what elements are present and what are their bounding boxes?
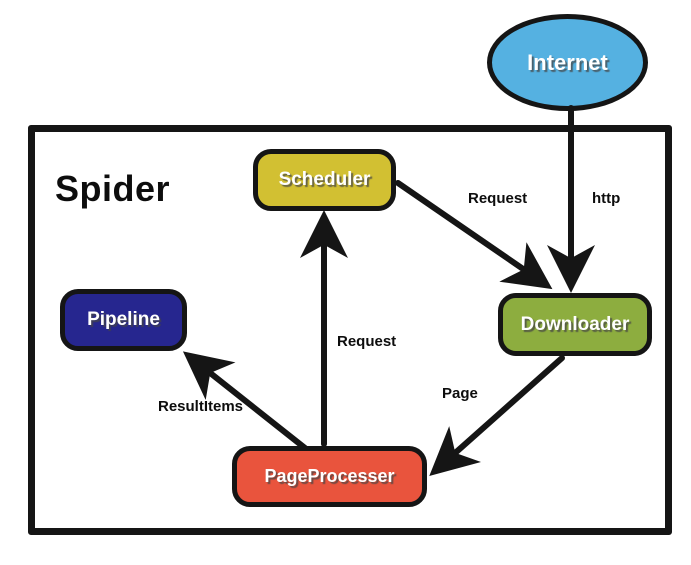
spider-container-label: Spider	[55, 168, 171, 209]
node-downloader: Downloader	[498, 293, 652, 356]
edge-label-resultitems: ResultItems	[158, 398, 244, 415]
edge-label-page: Page	[442, 385, 478, 402]
node-internet: Internet	[487, 14, 648, 111]
edge-label-request-pageprocessor-scheduler: Request	[337, 333, 397, 350]
node-pipeline: Pipeline	[60, 289, 187, 351]
node-scheduler: Scheduler	[253, 149, 396, 211]
edge-label-http: http	[592, 190, 621, 207]
node-pageprocessor: PageProcesser	[232, 446, 427, 507]
edge-label-request-scheduler-downloader: Request	[468, 190, 528, 207]
